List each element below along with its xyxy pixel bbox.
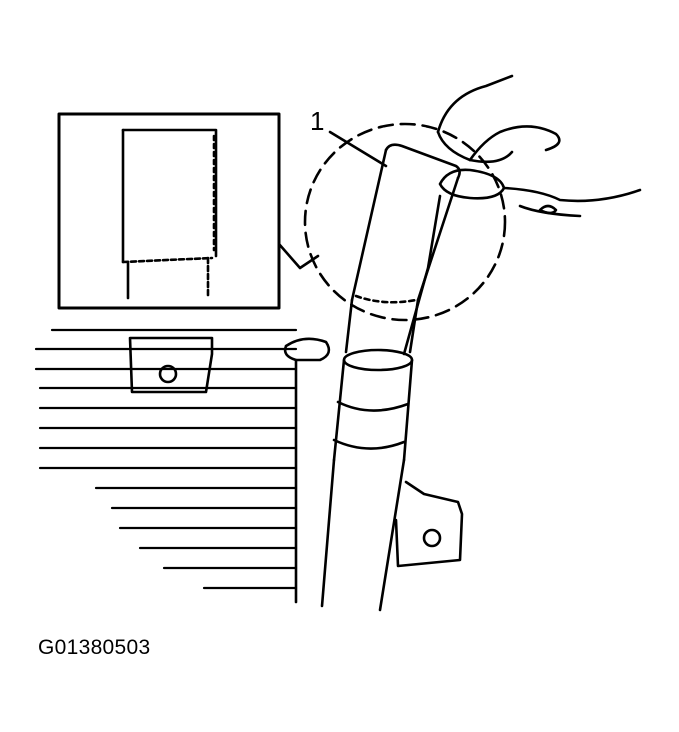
- receiver-tank: [320, 348, 414, 612]
- callout-number: 1: [310, 106, 324, 136]
- inset-detail-box: [57, 112, 320, 310]
- condenser-header: [283, 337, 331, 604]
- hand: [436, 74, 642, 218]
- condenser-fins: [34, 328, 298, 590]
- left-bracket: [128, 336, 214, 394]
- figure-code: G01380503: [38, 636, 151, 659]
- right-bracket: [394, 480, 464, 568]
- magnification-circle: [303, 122, 507, 322]
- filter-cartridge: [344, 143, 461, 356]
- callout-leader: [328, 130, 388, 168]
